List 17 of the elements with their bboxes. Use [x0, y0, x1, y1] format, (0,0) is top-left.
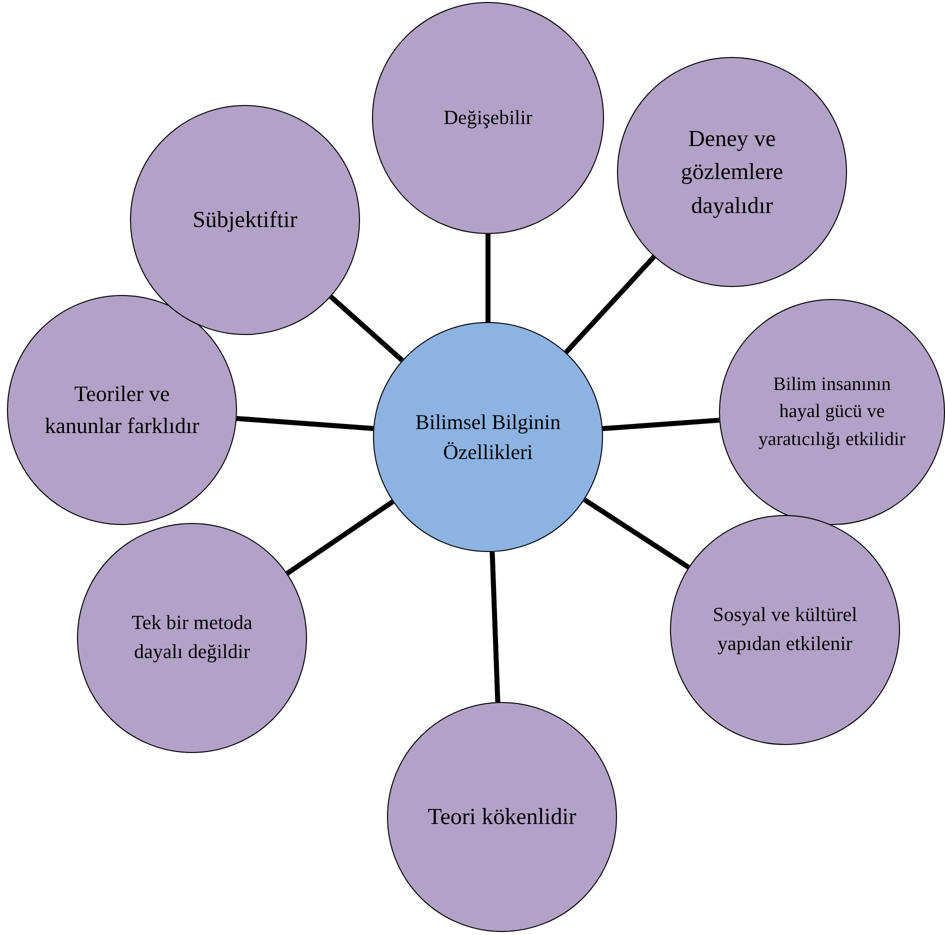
circle-label: Değişebilir: [444, 106, 532, 130]
circle-label: Teoriler ve kanunlar farklıdır: [44, 380, 200, 440]
circle-label: Sübjektiftir: [192, 206, 298, 234]
circle-label: Bilimsel Bilginin Özellikleri: [414, 408, 562, 466]
circle-label: Teori kökenlidir: [428, 803, 576, 832]
circle-label: Bilim insanının hayal gücü ve yaratıcılığı etkilidir: [757, 372, 907, 452]
circle-label: Tek bir metoda dayalı değildir: [130, 611, 254, 665]
connector-line: [486, 234, 490, 322]
connector-line: [583, 498, 690, 570]
connector-line: [329, 294, 404, 362]
circle-label: Sosyal ve kültürel yapıdan etkilenir: [712, 603, 858, 657]
connector-line: [236, 416, 374, 432]
connector-line: [564, 254, 656, 354]
connector-line: [490, 552, 500, 702]
connector-line: [602, 418, 720, 432]
circle-label: Deney ve gözlemlere dayalıdır: [680, 124, 784, 220]
connector-line: [286, 500, 394, 576]
